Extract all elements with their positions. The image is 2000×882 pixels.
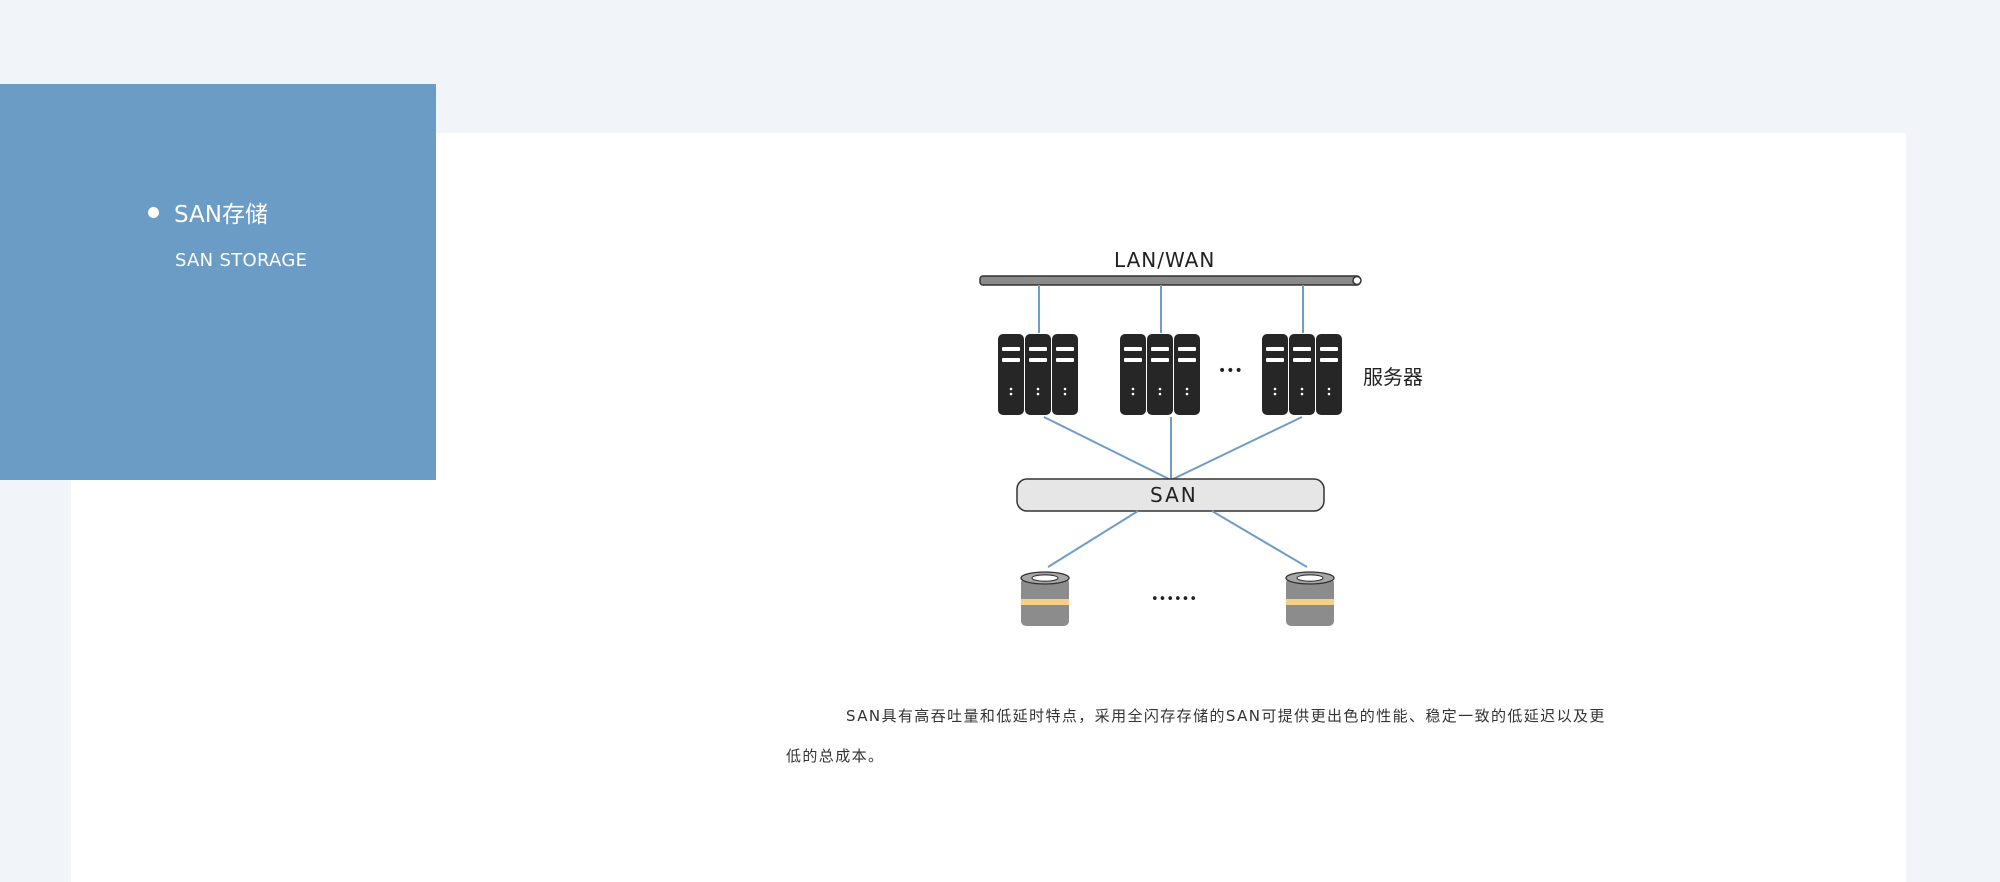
storage-disk-1 <box>1020 571 1070 626</box>
bus-links <box>1038 285 1304 333</box>
san-label: SAN <box>1150 483 1198 507</box>
section-panel: SAN存储 SAN STORAGE <box>0 84 436 480</box>
bullet-icon <box>148 206 159 218</box>
server-group-1 <box>998 334 1078 415</box>
lan-wan-bus <box>979 275 1362 286</box>
description-text: SAN具有高吞吐量和低延时特点，采用全闪存存储的SAN可提供更出色的性能、稳定一… <box>786 707 1606 765</box>
san-diagram: LAN/WAN 服务器 ••• SAN •••••• <box>960 240 1460 640</box>
section-title-row: SAN存储 <box>148 195 268 229</box>
storage-ellipsis: •••••• <box>1151 592 1198 607</box>
section-title: SAN存储 <box>174 202 268 228</box>
san-switch <box>1016 478 1325 512</box>
server-ellipsis: ••• <box>1218 363 1243 379</box>
servers-label: 服务器 <box>1363 365 1423 389</box>
lan-wan-label: LAN/WAN <box>1114 248 1216 272</box>
server-san-links <box>1043 416 1303 481</box>
san-storage-links <box>1047 510 1308 568</box>
storage-disk-2 <box>1285 571 1335 626</box>
server-group-2 <box>1120 334 1200 415</box>
san-diagram-graphic <box>979 275 1362 626</box>
server-group-3 <box>1262 334 1342 415</box>
section-subtitle: SAN STORAGE <box>175 250 308 271</box>
